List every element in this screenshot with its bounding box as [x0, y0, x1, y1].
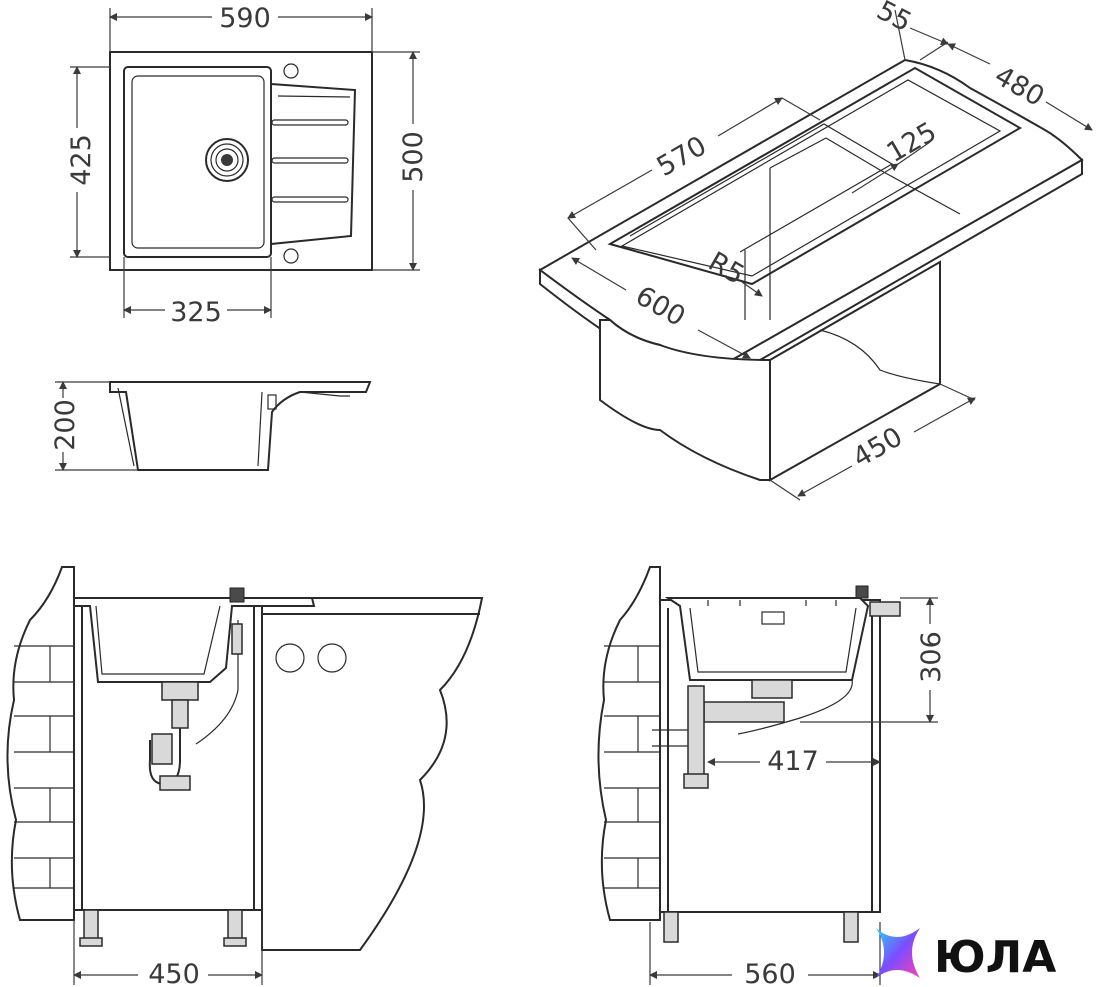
tap-hole [283, 248, 299, 264]
side-installation-view: 306 417 560 [597, 566, 947, 987]
front-drain-trap [148, 620, 243, 791]
top-view-outline [109, 51, 373, 271]
side-profile: 200 [50, 381, 372, 471]
dim-height-200: 200 [50, 399, 81, 451]
side-drain-trap [652, 679, 853, 789]
top-view: 590 500 425 325 [66, 3, 429, 328]
front-installation-view: 450 [6, 566, 484, 987]
top-view-bowl [123, 66, 272, 258]
brand-logo: ЮЛА [876, 928, 1056, 983]
brand-name: ЮЛА [934, 932, 1056, 983]
tap-hole [283, 63, 299, 79]
top-view-drain [205, 138, 249, 182]
dim-rim-55: 55 [872, 0, 917, 38]
perspective-sink-rim [607, 66, 1023, 286]
dim-side-306: 306 [916, 631, 947, 683]
dim-front-cabinet-450: 450 [148, 959, 200, 987]
perspective-view: 55 480 570 125 R5 600 450 [538, 0, 1093, 501]
dim-side-417: 417 [767, 746, 819, 777]
dim-bowl-425: 425 [66, 134, 97, 186]
top-view-drainer [270, 82, 357, 246]
dim-width-590: 590 [219, 3, 271, 34]
brand-star-icon [876, 928, 920, 978]
dim-side-cabinet-560: 560 [744, 959, 796, 987]
dim-depth-500: 500 [398, 131, 429, 183]
dim-bowl-325: 325 [170, 297, 222, 328]
dim-length-570: 570 [652, 130, 712, 183]
